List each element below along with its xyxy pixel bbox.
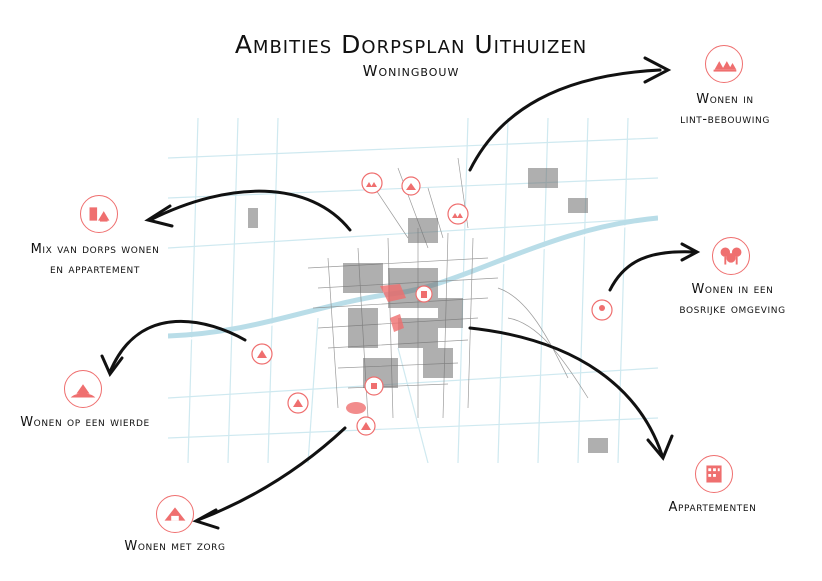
label-app-line1: Appartementen — [668, 500, 757, 515]
label-bos: Wonen in een bosrijke omgeving — [650, 280, 815, 320]
mixed-buildings-icon — [80, 195, 118, 233]
label-lint-line2: lint-bebouwing — [680, 112, 770, 127]
label-zorg-line1: Wonen met zorg — [124, 539, 226, 554]
label-appartementen: Appartementen — [645, 498, 780, 518]
label-bos-line1: Wonen in een — [691, 282, 774, 297]
label-mix-line1: Mix van dorps wonen — [30, 242, 160, 257]
apartment-icon — [695, 455, 733, 493]
label-lint: Wonen in lint-bebouwing — [660, 90, 790, 130]
label-wierde: Wonen op een wierde — [0, 413, 170, 433]
label-bos-line2: bosrijke omgeving — [679, 302, 786, 317]
care-house-icon — [156, 495, 194, 533]
village-map — [168, 118, 658, 463]
page-title: Ambities Dorpsplan Uithuizen — [234, 30, 588, 59]
row-houses-icon — [705, 45, 743, 83]
trees-house-icon — [712, 237, 750, 275]
label-zorg: Wonen met zorg — [105, 537, 245, 557]
page-subtitle: Woningbouw — [362, 62, 460, 80]
label-lint-line1: Wonen in — [696, 92, 754, 107]
mound-house-icon — [64, 370, 102, 408]
label-mix-line2: en appartement — [49, 262, 140, 277]
label-mix: Mix van dorps wonen en appartement — [5, 240, 185, 280]
label-wierde-line1: Wonen op een wierde — [20, 415, 150, 430]
